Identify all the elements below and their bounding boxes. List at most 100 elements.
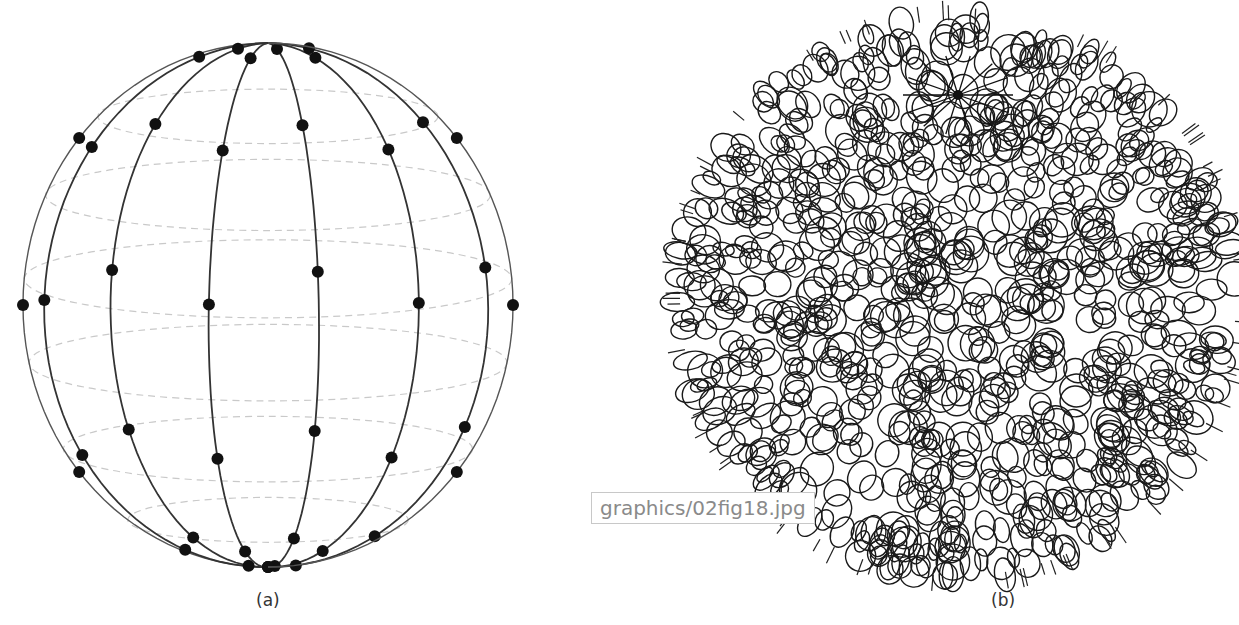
mesh-loop bbox=[999, 362, 1030, 394]
mesh-loop bbox=[830, 273, 860, 302]
mesh-loop bbox=[1140, 409, 1183, 452]
mesh-loop bbox=[874, 553, 906, 587]
mesh-loop bbox=[854, 201, 889, 236]
node-dot bbox=[212, 453, 224, 465]
mesh-loop bbox=[999, 63, 1037, 104]
rim-whisker bbox=[1216, 402, 1230, 408]
mesh-loop bbox=[762, 300, 794, 330]
mesh-loop bbox=[727, 338, 752, 363]
rim-whisker bbox=[864, 20, 869, 35]
mesh-loop bbox=[828, 413, 864, 449]
node-dot bbox=[123, 423, 135, 435]
mesh-loop bbox=[1079, 484, 1125, 531]
rim-whisker bbox=[1063, 555, 1067, 565]
mesh-loop bbox=[779, 376, 814, 411]
rim-whisker bbox=[974, 9, 976, 21]
mesh-loop bbox=[1078, 84, 1101, 108]
mesh-loop bbox=[1165, 370, 1191, 396]
rim-whisker bbox=[1203, 162, 1212, 167]
mesh-loop bbox=[1023, 220, 1058, 255]
mesh-loop bbox=[1037, 485, 1072, 523]
mesh-loop bbox=[733, 207, 759, 230]
mesh-loop bbox=[1030, 416, 1075, 463]
mesh-loop bbox=[1160, 220, 1192, 248]
rim-whisker bbox=[1191, 450, 1208, 461]
mesh-loop bbox=[883, 129, 918, 165]
node-dot bbox=[317, 545, 329, 557]
rim-whisker bbox=[679, 203, 694, 208]
rim-whisker bbox=[840, 31, 846, 44]
mesh-loop bbox=[1094, 336, 1128, 368]
mesh-loop bbox=[1046, 256, 1087, 297]
mesh-loop bbox=[1175, 234, 1215, 265]
mesh-loop bbox=[1134, 452, 1174, 492]
mesh-loop bbox=[831, 189, 858, 216]
mesh-loop bbox=[1097, 444, 1120, 467]
mesh-loop bbox=[1018, 92, 1046, 124]
mesh-loop bbox=[861, 23, 876, 45]
mesh-loop bbox=[976, 373, 1015, 412]
mesh-loop bbox=[866, 525, 894, 559]
mesh-loop bbox=[737, 382, 780, 423]
node-dot bbox=[312, 266, 324, 278]
rim-whisker bbox=[813, 539, 820, 551]
node-dot bbox=[459, 421, 471, 433]
rim-whisker bbox=[1235, 321, 1239, 322]
mesh-loop bbox=[731, 158, 777, 202]
rim-whisker bbox=[666, 293, 680, 294]
mesh-loop bbox=[1034, 399, 1080, 445]
meridian-line bbox=[44, 43, 268, 567]
mesh-loop bbox=[967, 86, 1006, 126]
mesh-loop bbox=[1193, 169, 1220, 195]
rim-whisker bbox=[846, 30, 851, 41]
mesh-loop bbox=[831, 129, 862, 160]
mesh-loop bbox=[1094, 445, 1118, 469]
mesh-loop bbox=[749, 461, 784, 495]
rim-whisker bbox=[710, 445, 722, 453]
rim-whisker bbox=[1051, 560, 1056, 574]
mesh-loop bbox=[974, 398, 1001, 426]
mesh-loop bbox=[670, 319, 698, 340]
mesh-loop bbox=[1006, 547, 1021, 569]
mesh-loop bbox=[850, 50, 871, 74]
mesh-loop bbox=[848, 519, 869, 544]
rim-whisker bbox=[1233, 258, 1239, 260]
mesh-loop bbox=[764, 394, 812, 442]
mesh-loop bbox=[1021, 223, 1052, 254]
mesh-loop bbox=[1095, 290, 1116, 310]
rim-whisker bbox=[695, 429, 713, 438]
node-dot bbox=[303, 42, 315, 54]
mesh-loop bbox=[752, 373, 776, 396]
mesh-loop bbox=[717, 243, 753, 277]
mesh-loop bbox=[773, 309, 805, 340]
mesh-loop bbox=[810, 142, 841, 173]
mesh-loop bbox=[672, 375, 711, 407]
mesh-loop bbox=[949, 431, 982, 467]
mesh-loop bbox=[1106, 180, 1130, 203]
node-dot bbox=[386, 452, 398, 464]
mesh-loop bbox=[1081, 133, 1112, 164]
node-dot bbox=[76, 449, 88, 461]
mesh-loop bbox=[992, 556, 1018, 593]
pole-spoke bbox=[958, 64, 992, 95]
mesh-loop bbox=[1144, 309, 1170, 330]
mesh-loop bbox=[840, 75, 872, 109]
mesh-loop bbox=[993, 339, 1035, 381]
mesh-loop bbox=[765, 68, 793, 96]
mesh-loop bbox=[1144, 395, 1185, 431]
rim-whisker bbox=[720, 457, 730, 464]
mesh-loop bbox=[1045, 176, 1078, 209]
mesh-loop bbox=[862, 159, 903, 200]
mesh-loop bbox=[835, 51, 880, 96]
mesh-loop bbox=[763, 271, 792, 298]
rim-whisker bbox=[697, 157, 713, 166]
rim-whisker bbox=[932, 575, 933, 591]
mesh-loop bbox=[1172, 395, 1219, 440]
mesh-loop bbox=[1204, 331, 1226, 352]
mesh-loop bbox=[1196, 279, 1227, 301]
mesh-loop bbox=[832, 435, 865, 468]
mesh-loop bbox=[1116, 125, 1154, 162]
mesh-loop bbox=[746, 441, 781, 475]
pole-spoke bbox=[958, 95, 1008, 112]
mesh-loop bbox=[898, 228, 943, 273]
